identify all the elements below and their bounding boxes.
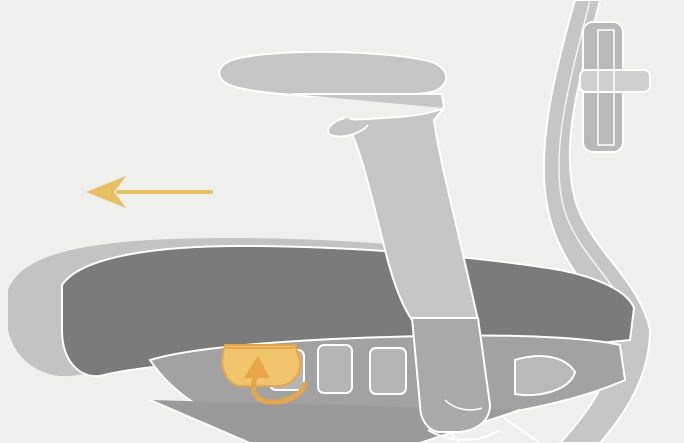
arrow-left-icon bbox=[86, 176, 211, 208]
armrest-pad bbox=[219, 52, 446, 97]
seat-mechanism bbox=[150, 335, 625, 443]
